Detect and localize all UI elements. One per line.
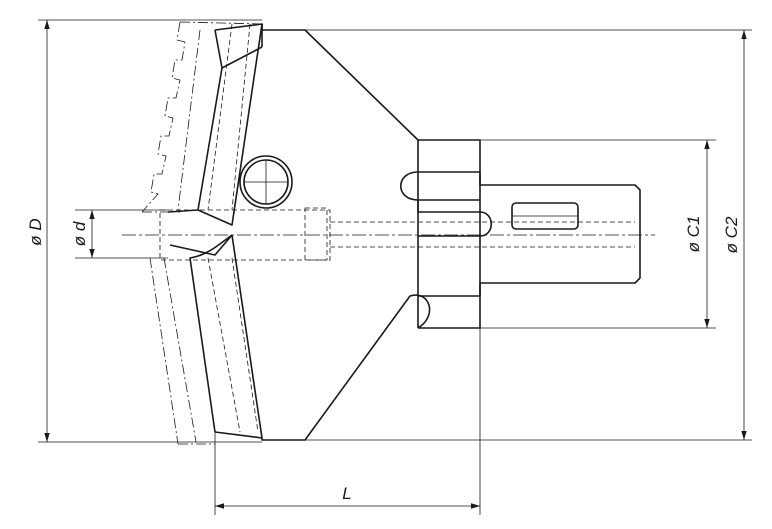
dim-label-d-outer: ø D	[26, 218, 45, 245]
dimension-lines	[44, 20, 747, 509]
dim-label-d-inner: ø d	[70, 221, 89, 246]
dim-label-c2: ø C2	[722, 216, 741, 253]
cutter-body	[167, 23, 641, 441]
extension-lines	[38, 19, 752, 515]
hidden-lines	[159, 23, 635, 433]
dim-label-c1: ø C1	[684, 216, 703, 253]
dim-label-l: L	[342, 484, 351, 503]
phantom-cutter-outline	[141, 21, 263, 445]
